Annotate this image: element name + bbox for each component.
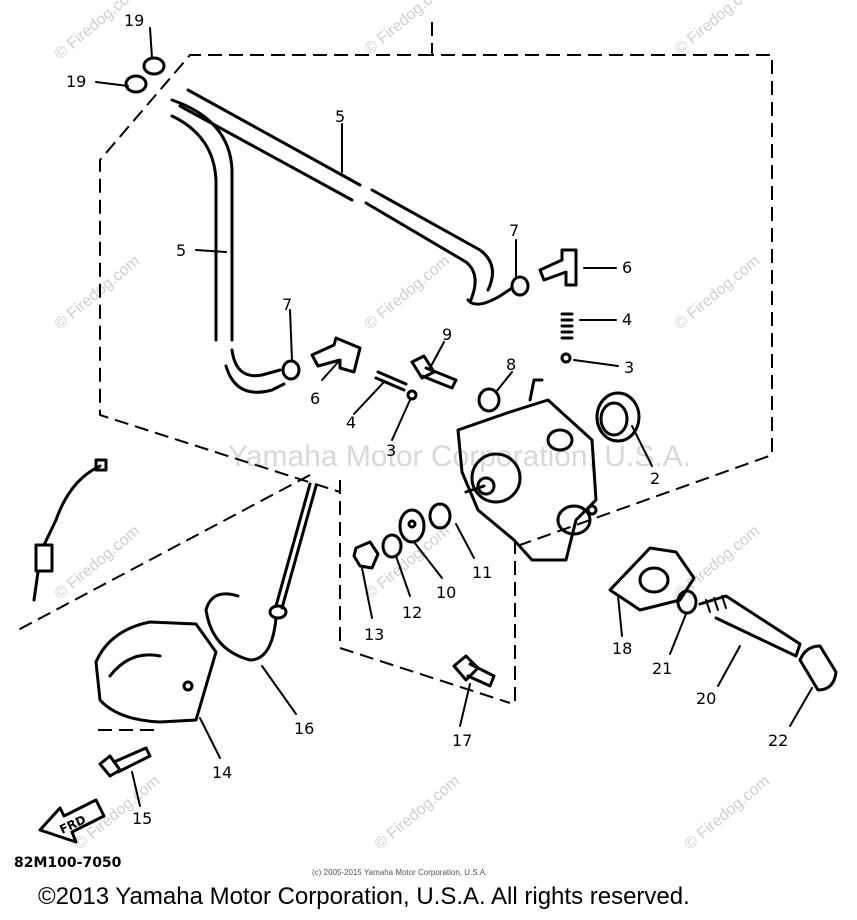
- callout-2: 2: [650, 469, 660, 488]
- callout-7: 7: [282, 295, 292, 314]
- callout-5: 5: [176, 241, 186, 260]
- copyright-notice: ©2013 Yamaha Motor Corporation, U.S.A. A…: [38, 883, 690, 910]
- diagram-code: 82M100-7050: [14, 855, 122, 871]
- seal-part-2: [595, 391, 641, 443]
- callout-18: 18: [612, 639, 632, 658]
- bolt-part-9: [410, 354, 458, 390]
- watermark-tile: © Firedog.com: [52, 0, 143, 63]
- watermark-layer: © Firedog.com © Firedog.com © Firedog.co…: [52, 0, 773, 853]
- hose-part-5: [170, 88, 514, 394]
- callout-6: 6: [622, 258, 632, 277]
- watermark-tile: © Firedog.com: [682, 772, 773, 853]
- callout-14: 14: [212, 763, 232, 782]
- watermark-tile: © Firedog.com: [362, 252, 453, 333]
- callout-13: 13: [364, 625, 384, 644]
- callout-4: 4: [622, 310, 632, 329]
- spring-part-4: [374, 312, 574, 392]
- callout-22: 22: [768, 731, 788, 750]
- callout-15: 15: [132, 809, 152, 828]
- watermark-tile: © Firedog.com: [52, 522, 143, 603]
- washer-part-8: [477, 387, 501, 413]
- callout-9: 9: [442, 325, 452, 344]
- ball-part-3: [406, 352, 572, 401]
- callout-5: 5: [335, 107, 345, 126]
- cover-part-14: [94, 620, 218, 724]
- callout-6: 6: [310, 389, 320, 408]
- callout-21: 21: [652, 659, 672, 678]
- callout-10: 10: [436, 583, 456, 602]
- callout-16: 16: [294, 719, 314, 738]
- callout-8: 8: [506, 355, 516, 374]
- watermark-tile: © Firedog.com: [52, 252, 143, 333]
- oring-part-21: [676, 589, 698, 615]
- watermark-tile: © Firedog.com: [372, 772, 463, 853]
- leader-lines: [95, 27, 813, 807]
- small-copyright: (c) 2005-2015 Yamaha Motor Corporation, …: [312, 868, 488, 877]
- callout-17: 17: [452, 731, 472, 750]
- clip-part-7: [281, 275, 530, 381]
- wire-connector: [32, 458, 108, 602]
- callout-19: 19: [66, 72, 86, 91]
- washer-part-12: [381, 533, 403, 559]
- callout-12: 12: [402, 603, 422, 622]
- fitting-part-6: [310, 248, 578, 374]
- gear-part-10: [398, 508, 426, 544]
- assembly-outline: [17, 22, 773, 731]
- gasket-part-18: [608, 546, 696, 612]
- nut-part-13: [352, 540, 380, 570]
- watermark-tile: © Firedog.com: [672, 0, 763, 58]
- watermark-tile: © Firedog.com: [362, 0, 453, 58]
- callout-19: 19: [124, 11, 144, 30]
- cable-part-16: [204, 482, 318, 662]
- callout-4: 4: [346, 413, 356, 432]
- callout-7: 7: [509, 221, 519, 240]
- callout-20: 20: [696, 689, 716, 708]
- callout-11: 11: [472, 563, 492, 582]
- clamp-part-19: [124, 56, 166, 94]
- shaft-part-20: [698, 594, 802, 658]
- washer-part-11: [428, 502, 452, 530]
- bolt-part-17: [452, 654, 496, 688]
- screw-part-15: [98, 746, 152, 778]
- callout-3: 3: [386, 441, 396, 460]
- collar-part-22: [798, 644, 838, 692]
- callout-labels: 19 19 5 5 7 7 6 6 4 4 3 3 9 8 2 11 10 12…: [66, 11, 788, 828]
- oil-pump-body: [456, 378, 598, 562]
- watermark-tile: © Firedog.com: [672, 252, 763, 333]
- callout-3: 3: [624, 358, 634, 377]
